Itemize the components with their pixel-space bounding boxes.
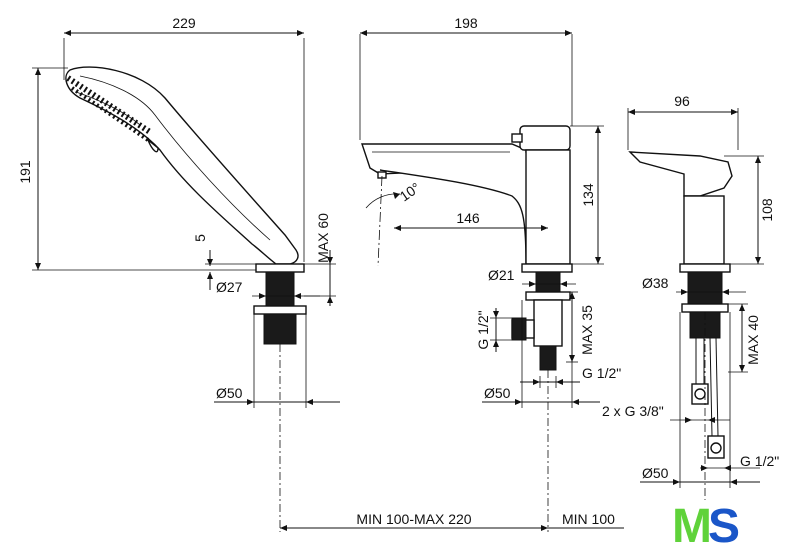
dim-hand-base-diameter: Ø50 xyxy=(216,385,243,401)
dim-faucet-angle: 10° xyxy=(397,179,424,204)
dim-faucet-width: 198 xyxy=(454,15,478,31)
dim-faucet-reach: 146 xyxy=(456,210,480,226)
dim-side-width: 96 xyxy=(674,93,690,109)
dim-hand-width: 229 xyxy=(172,15,196,31)
dim-hand-max-height: MAX 60 xyxy=(315,213,331,263)
logo-letter-m: M xyxy=(672,500,712,553)
dim-side-bottom-thread: G 1/2" xyxy=(740,453,779,469)
dim-hand-height: 191 xyxy=(17,160,33,184)
spacing-dimensions: MIN 100-MAX 220 MIN 100 xyxy=(280,511,624,531)
dim-hand-hose-diameter: Ø27 xyxy=(216,279,243,295)
dim-side-height: 108 xyxy=(759,198,775,222)
hand-nut xyxy=(265,271,295,311)
dim-side-hose-threads: 2 x G 3/8" xyxy=(602,403,664,419)
hand-shower-view: 229 191 5 MAX xyxy=(17,15,340,532)
dim-side-base-diameter: Ø50 xyxy=(642,465,669,481)
dim-hand-gap: 5 xyxy=(192,234,208,242)
dim-faucet-bottom-thread: G 1/2" xyxy=(582,365,621,381)
faucet-view: 198 10° 146 134 xyxy=(359,15,621,532)
side-nut xyxy=(687,271,723,309)
dim-spacing-min: MIN 100 xyxy=(562,511,615,527)
shower-face-ribs xyxy=(66,75,152,142)
dim-faucet-height: 134 xyxy=(580,183,596,207)
dim-faucet-base-diameter: Ø50 xyxy=(484,385,511,401)
hand-rosette xyxy=(255,263,305,273)
side-body xyxy=(683,195,725,265)
dim-faucet-max-depth: MAX 35 xyxy=(579,305,595,355)
faucet-lever xyxy=(519,125,571,151)
dim-side-inner-diameter: Ø38 xyxy=(642,275,669,291)
dim-side-max-depth: MAX 40 xyxy=(745,315,761,365)
ms-logo: M S xyxy=(672,500,740,553)
logo-letter-s: S xyxy=(708,500,740,553)
side-view: 96 108 Ø38 MAX 40 xyxy=(602,93,779,500)
dim-spacing-range: MIN 100-MAX 220 xyxy=(356,511,471,527)
dim-faucet-inner-diameter: Ø21 xyxy=(488,267,515,283)
hand-threaded-shank xyxy=(263,313,297,345)
dim-faucet-side-thread: G 1/2" xyxy=(475,310,491,349)
